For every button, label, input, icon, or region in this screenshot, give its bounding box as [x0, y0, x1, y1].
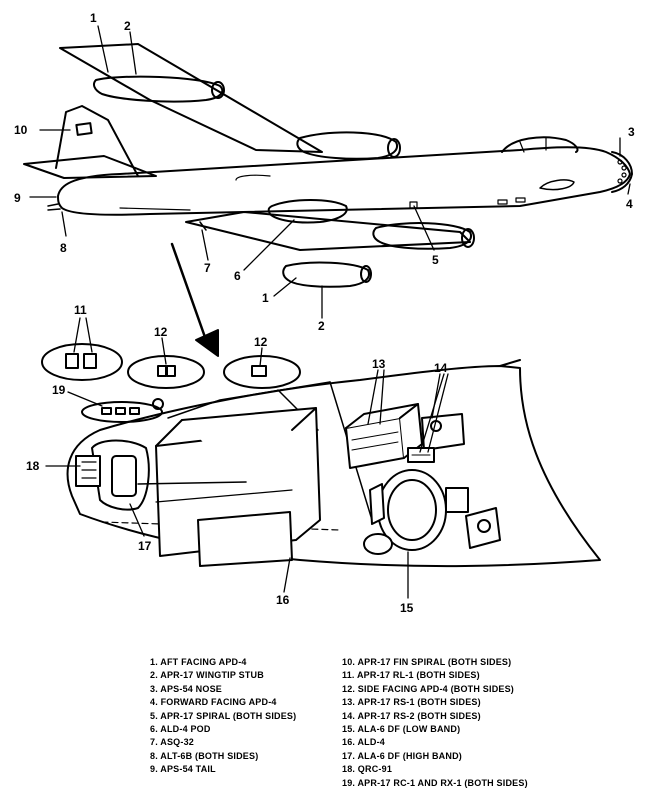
- arrow-to-cutaway: [170, 242, 219, 357]
- legend-item: 17. ALA-6 DF (HIGH BAND): [342, 750, 462, 761]
- near-wing: [185, 211, 471, 251]
- nose-cone: [611, 151, 633, 193]
- cutaway-drawing: [41, 343, 601, 568]
- callout-2b: 2: [318, 319, 325, 333]
- apr-17-rs-2: [421, 413, 465, 451]
- callout-8: 8: [60, 241, 67, 255]
- legend-item: 19. APR-17 RC-1 AND RX-1 (BOTH SIDES): [342, 777, 528, 788]
- vertical-fin: [55, 105, 139, 177]
- legend-column-right: 10. APR-17 FIN SPIRAL (BOTH SIDES) 11. A…: [342, 656, 528, 790]
- callout-10: 10: [14, 123, 28, 137]
- callout-2: 2: [124, 19, 131, 33]
- legend-item: 5. APR-17 SPIRAL (BOTH SIDES): [150, 710, 297, 721]
- callout-18: 18: [26, 459, 40, 473]
- callout-11: 11: [74, 303, 87, 317]
- callout-6: 6: [234, 269, 241, 283]
- legend-item: 16. ALD-4: [342, 737, 385, 748]
- callout-12-right: 12: [254, 335, 268, 349]
- legend-item: 14. APR-17 RS-2 (BOTH SIDES): [342, 710, 481, 721]
- leader-lines: [29, 25, 631, 599]
- cockpit-canopy: [501, 136, 579, 153]
- callout-4: 4: [626, 197, 633, 211]
- ald-4-pod: [267, 199, 348, 224]
- callout-16: 16: [276, 593, 290, 607]
- callout-5: 5: [432, 253, 439, 267]
- callout-15: 15: [400, 601, 414, 615]
- legend-item: 9. APS-54 TAIL: [150, 764, 216, 775]
- aircraft-drawing: [23, 43, 633, 288]
- qrc-91-unit: [75, 455, 101, 487]
- callout-17: 17: [138, 539, 152, 553]
- legend-item: 1. AFT FACING APD-4: [150, 657, 247, 667]
- window-19: [81, 401, 163, 423]
- callout-7: 7: [204, 261, 211, 275]
- legend-item: 18. QRC-91: [342, 764, 393, 775]
- fuselage: [57, 146, 631, 216]
- legend-item: 15. ALA-6 DF (LOW BAND): [342, 724, 461, 735]
- callout-1: 1: [90, 11, 97, 25]
- window-12-left: [127, 355, 205, 389]
- aircraft-equipment-diagram: 1 2 3 4 5 6 7 8 9 10 1 2 11 12 12 19 13 …: [14, 11, 635, 615]
- callout-19: 19: [52, 383, 66, 397]
- callout-13: 13: [372, 357, 386, 371]
- legend-item: 10. APR-17 FIN SPIRAL (BOTH SIDES): [342, 657, 512, 667]
- window-12-right: [223, 355, 301, 389]
- legend-item: 4. FORWARD FACING APD-4: [150, 697, 277, 708]
- legend-item: 12. SIDE FACING APD-4 (BOTH SIDES): [342, 683, 514, 694]
- callout-9: 9: [14, 191, 21, 205]
- legend-item: 8. ALT-6B (BOTH SIDES): [150, 750, 259, 761]
- tail-plane: [23, 155, 157, 179]
- callout-3: 3: [628, 125, 635, 139]
- far-wing: [59, 43, 323, 153]
- legend-item: 11. APR-17 RL-1 (BOTH SIDES): [342, 670, 480, 681]
- outboard-engine-near: [282, 261, 370, 288]
- window-11: [41, 343, 123, 381]
- legend-item: 7. ASQ-32: [150, 737, 194, 748]
- far-wing-engine: [93, 75, 224, 103]
- legend-item: 2. APR-17 WINGTIP STUB: [150, 670, 264, 681]
- callout-12-left: 12: [154, 325, 168, 339]
- callout-1b: 1: [262, 291, 269, 305]
- inboard-engine-near: [372, 222, 472, 250]
- legend-item: 3. APS-54 NOSE: [150, 683, 222, 694]
- legend-item: 13. APR-17 RS-1 (BOTH SIDES): [342, 697, 481, 708]
- equipment-legend: 1. AFT FACING APD-4 2. APR-17 WINGTIP ST…: [0, 648, 652, 800]
- fin-spiral-antenna: [75, 122, 93, 136]
- legend-column-left: 1. AFT FACING APD-4 2. APR-17 WINGTIP ST…: [150, 656, 296, 777]
- legend-item: 6. ALD-4 POD: [150, 724, 211, 735]
- callout-14: 14: [434, 361, 448, 375]
